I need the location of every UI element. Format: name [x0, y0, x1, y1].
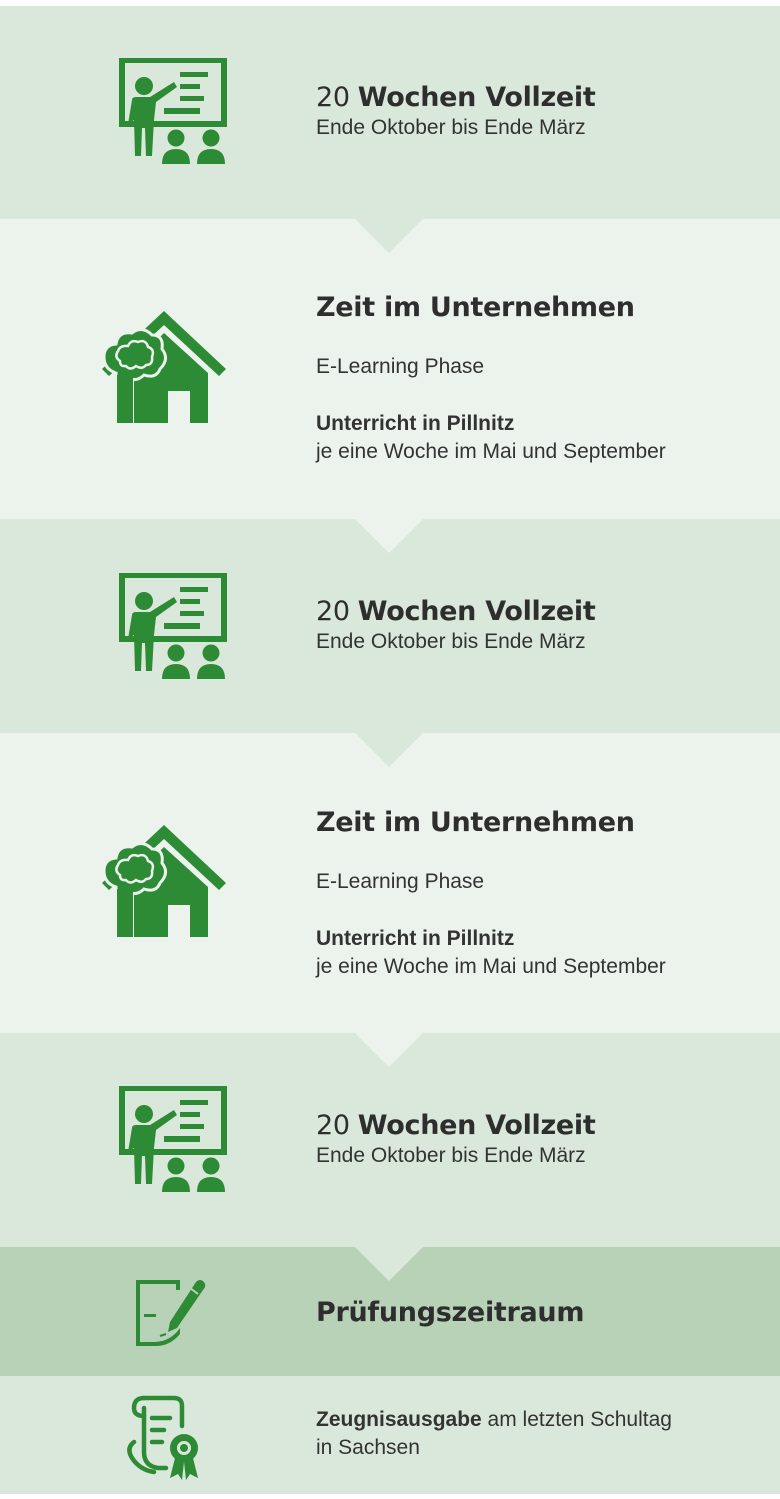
weeks-label: Wochen Vollzeit	[357, 596, 596, 627]
step-4-text: Zeit im Unternehmen E-Learning Phase Unt…	[316, 807, 666, 981]
step-3-panel	[0, 519, 780, 733]
certificate-when: am letzten Schultag	[481, 1408, 672, 1431]
step-period: Ende Oktober bis Ende März	[316, 116, 586, 139]
step-title: Zeit im Unternehmen	[316, 292, 635, 323]
step-2-text: Zeit im Unternehmen E-Learning Phase Unt…	[316, 292, 666, 466]
exam-text: Prüfungszeitraum	[316, 1297, 585, 1329]
pillnitz-period: je eine Woche im Mai und September	[316, 955, 666, 978]
classroom-teacher-icon	[118, 58, 228, 168]
step-period: Ende Oktober bis Ende März	[316, 1144, 586, 1167]
weeks-number: 20	[316, 596, 350, 627]
company-house-tree-icon	[100, 311, 226, 427]
certificate-text: Zeugnisausgabe am letzten Schultag in Sa…	[316, 1406, 672, 1462]
flow-arrow	[355, 519, 423, 553]
elearning-label: E-Learning Phase	[316, 870, 485, 893]
flow-arrow	[355, 733, 423, 767]
weeks-number: 20	[316, 1110, 350, 1141]
pillnitz-period: je eine Woche im Mai und September	[316, 440, 666, 463]
step-period: Ende Oktober bis Ende März	[316, 630, 586, 653]
weeks-label: Wochen Vollzeit	[357, 1110, 596, 1141]
flow-arrow	[355, 1247, 423, 1281]
exam-document-pen-icon	[130, 1274, 210, 1354]
classroom-teacher-icon	[118, 573, 228, 683]
certificate-line-2: in Sachsen	[316, 1436, 420, 1459]
certificate-label: Zeugnisausgabe	[316, 1408, 482, 1431]
step-title: Zeit im Unternehmen	[316, 807, 635, 838]
flow-arrow	[355, 219, 423, 253]
certificate-panel	[0, 1376, 780, 1494]
certificate-scroll-icon	[122, 1392, 212, 1482]
flow-arrow	[355, 1033, 423, 1067]
company-house-tree-icon	[100, 825, 226, 941]
certificate-line-1: Zeugnisausgabe am letzten Schultag	[316, 1406, 672, 1434]
weeks-label: Wochen Vollzeit	[357, 82, 596, 113]
elearning-label: E-Learning Phase	[316, 355, 485, 378]
pillnitz-label: Unterricht in Pillnitz	[316, 927, 515, 950]
exam-title: Prüfungszeitraum	[316, 1297, 585, 1328]
pillnitz-label: Unterricht in Pillnitz	[316, 412, 515, 435]
classroom-teacher-icon	[118, 1086, 228, 1196]
weeks-number: 20	[316, 82, 350, 113]
